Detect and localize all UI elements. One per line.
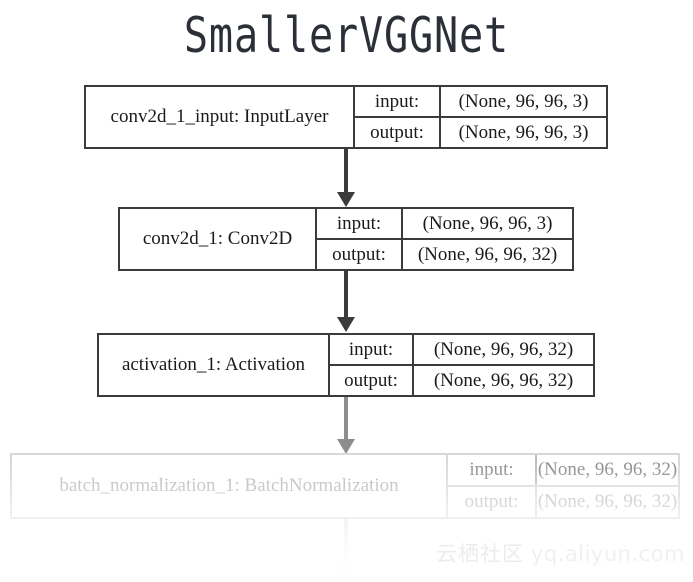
node-output-row: output: (None, 96, 96, 32)	[330, 364, 593, 395]
input-shape-value: (None, 96, 96, 32)	[433, 338, 574, 360]
input-label: input:	[317, 209, 403, 238]
input-shape-value: (None, 96, 96, 32)	[537, 459, 678, 480]
node-output-row: output: (None, 96, 96, 32)	[448, 485, 678, 517]
page-title: SmallerVGGNet	[183, 7, 510, 64]
node-name-label: activation_1: Activation	[121, 354, 306, 375]
node-io-block: input: (None, 96, 96, 3) output: (None, …	[315, 209, 572, 269]
node-name-label: batch_normalization_1: BatchNormalizatio…	[59, 475, 399, 496]
node-name-label: conv2d_1: Conv2D	[142, 228, 293, 249]
output-shape-value: (None, 96, 96, 32)	[433, 369, 574, 391]
arrow-node3-to-node4	[337, 397, 355, 455]
output-shape-value: (None, 96, 96, 32)	[417, 243, 558, 265]
input-label: input:	[355, 87, 441, 116]
node-io-block: input: (None, 96, 96, 32) output: (None,…	[328, 335, 593, 395]
output-label: output:	[448, 487, 537, 517]
node-io-block: input: (None, 96, 96, 32) output: (None,…	[446, 455, 678, 517]
node-input-row: input: (None, 96, 96, 32)	[330, 335, 593, 364]
output-shape-value: (None, 96, 96, 3)	[458, 121, 589, 143]
watermark-brand: 云栖社区	[435, 542, 524, 566]
output-shape-value: (None, 96, 96, 32)	[537, 491, 678, 512]
node-io-block: input: (None, 96, 96, 3) output: (None, …	[353, 87, 606, 147]
output-label: output:	[330, 366, 414, 395]
node-conv2d-1-input[interactable]: conv2d_1_input: InputLayer input: (None,…	[84, 85, 608, 149]
input-shape-value: (None, 96, 96, 3)	[422, 212, 553, 234]
arrow-node2-to-node3	[337, 271, 355, 333]
node-input-row: input: (None, 96, 96, 32)	[448, 455, 678, 485]
input-shape-value: (None, 96, 96, 3)	[458, 90, 589, 112]
input-label: input:	[448, 455, 537, 485]
node-output-row: output: (None, 96, 96, 3)	[355, 116, 606, 147]
output-label: output:	[355, 118, 441, 147]
output-label: output:	[317, 240, 403, 269]
watermark: 云栖社区 yq.aliyun.com	[436, 538, 685, 568]
node-input-row: input: (None, 96, 96, 3)	[317, 209, 572, 238]
node-conv2d-1[interactable]: conv2d_1: Conv2D input: (None, 96, 96, 3…	[118, 207, 574, 271]
node-activation-1[interactable]: activation_1: Activation input: (None, 9…	[97, 333, 595, 397]
arrow-node4-to-next	[337, 519, 355, 579]
node-name-label: conv2d_1_input: InputLayer	[110, 106, 329, 127]
node-input-row: input: (None, 96, 96, 3)	[355, 87, 606, 116]
input-label: input:	[330, 335, 414, 364]
watermark-url: yq.aliyun.com	[530, 542, 685, 566]
arrow-node1-to-node2	[337, 149, 355, 207]
node-batch-normalization-1[interactable]: batch_normalization_1: BatchNormalizatio…	[10, 453, 680, 519]
node-output-row: output: (None, 96, 96, 32)	[317, 238, 572, 269]
